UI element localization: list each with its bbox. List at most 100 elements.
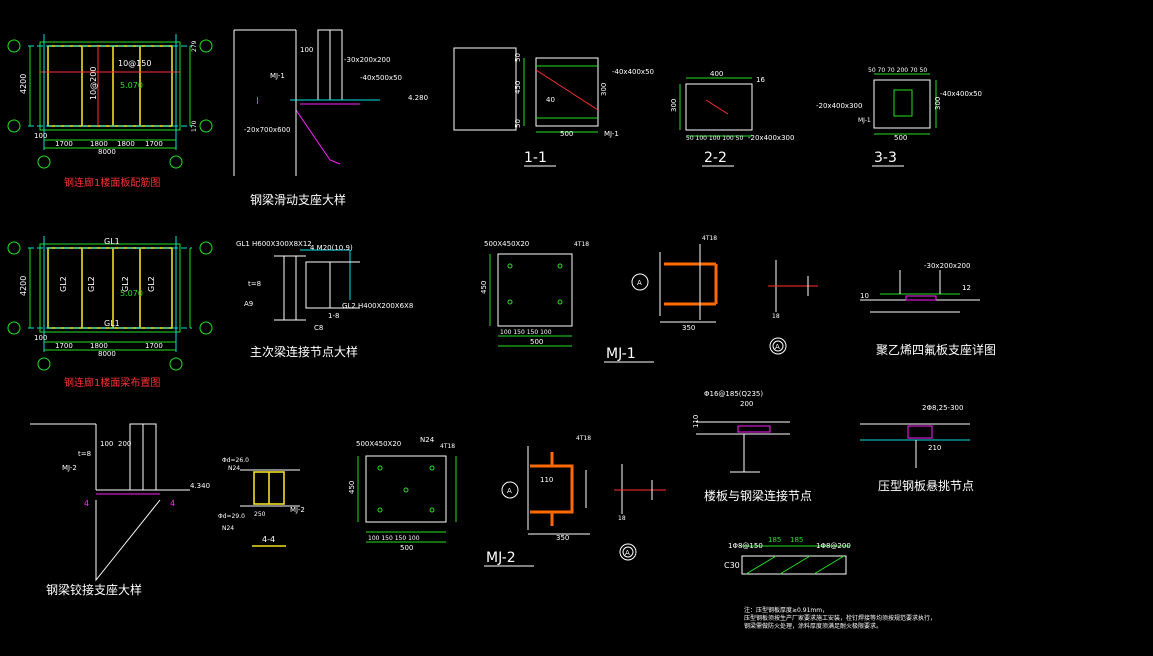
plan2-gl2-d: GL2 <box>147 276 156 292</box>
a1-weld: 4T18 <box>702 235 717 242</box>
plan1-bay4: 1700 <box>145 140 163 148</box>
deck-d210: 210 <box>928 444 941 452</box>
mj2-h: 450 <box>348 481 356 494</box>
mj1-plate: 500X450X20 4T18 450 100 150 150 100 500 <box>480 240 589 347</box>
mj1-title: MJ-1 <box>606 346 636 362</box>
main-beam-joint-detail: GL1 H600X300X8X12 GL2 H400X200X6X8 t=8 4… <box>236 240 413 359</box>
deck-d185a: 185 <box>768 536 781 544</box>
mj2-section-detail: A 110 350 4T18 MJ-2 18 A <box>484 435 666 567</box>
notes-block: 注：压型钢板厚度≥0.91mm， 压型钢板须按生产厂家要求施工安装，栓钉焊接等均… <box>744 606 936 630</box>
plan2-bay0: 1700 <box>55 342 73 350</box>
sec33-top: 50 70 70 200 70 50 <box>868 67 927 74</box>
sec22-plate: -20x400x300 <box>748 134 794 142</box>
slide-title: 钢梁滑动支座大样 <box>250 192 346 207</box>
plan2-gl2-a: GL2 <box>59 276 68 292</box>
plan2-edge: 100 <box>34 334 47 342</box>
mj1-plate-label: 500X450X20 <box>484 240 529 248</box>
mj1-section-detail: A 4T18 350 MJ-1 18 A <box>604 235 818 363</box>
hinge-tt: t=8 <box>78 450 91 458</box>
notes-line2: 压型钢板须按生产厂家要求施工安装，栓钉焊接等均须按规范要求执行， <box>744 614 936 622</box>
a1-hole-label: A <box>637 279 642 287</box>
sec11-plate: -40x400x50 <box>612 68 654 76</box>
main-tt: t=8 <box>248 280 261 288</box>
slab-title: 楼板与钢梁连接节点 <box>704 488 812 503</box>
sec11-w: 500 <box>560 130 573 138</box>
slide-plate: -30x200x200 <box>344 56 390 64</box>
plan2-bay1: 1800 <box>90 342 108 350</box>
slide-d100: 100 <box>300 46 313 54</box>
slab-d110: 110 <box>692 415 700 428</box>
sec33-h: 300 <box>934 97 942 110</box>
mj2-n24: N24 <box>420 436 435 444</box>
sec44-title: 4-4 <box>262 535 275 544</box>
a1-title: A <box>775 343 780 351</box>
deck-title: 压型钢板悬挑节点 <box>878 479 974 493</box>
plan1-edge: 100 <box>34 132 47 140</box>
mj2-d350: 350 <box>556 534 569 542</box>
sec11-d50b: 50 <box>514 119 522 128</box>
main-title: 主次梁连接节点大样 <box>250 344 358 359</box>
section-1-1: 450 50 50 300 500 40 -40x400x50 MJ-1 1-1 <box>453 47 654 167</box>
main-bolt: 4 M20(10.9) <box>310 244 353 252</box>
plan2-bay4: 1700 <box>145 342 163 350</box>
sec11-h: 450 <box>514 81 522 94</box>
ptfe-t12: 12 <box>962 284 971 292</box>
mj2-d110: 110 <box>540 476 553 484</box>
slide-mj: MJ-1 <box>270 72 285 80</box>
plan1-rebar: 10@150 <box>118 59 151 68</box>
deck-d185b: 185 <box>790 536 803 544</box>
sec44-n24: N24 <box>228 465 240 472</box>
sec22-d16: 16 <box>756 76 765 84</box>
slide-marker: I <box>256 96 259 107</box>
sec22-w: 400 <box>710 70 723 78</box>
plan2-elev: 5.070 <box>120 289 143 298</box>
sec44-n24b: N24 <box>222 525 234 532</box>
sec44-d2: Φd=29.0 <box>218 513 245 520</box>
section-3-3: 50 70 70 200 70 50 -40x400x50 -20x400x30… <box>816 67 982 167</box>
hinge-d200: 200 <box>118 440 131 448</box>
plan2-gl2-c: GL2 <box>121 276 130 292</box>
ptfe-title: 聚乙烯四氟板支座详图 <box>876 342 996 357</box>
slide-plate3: -20x700x600 <box>244 126 290 134</box>
main-gl2: GL2 H400X200X6X8 <box>342 302 413 310</box>
slab-d200: 200 <box>740 400 753 408</box>
sec44-d250: 250 <box>254 511 266 518</box>
notes-line3: 钢梁需做防火处理，涂料厚度须满足耐火极限要求。 <box>744 622 882 630</box>
sec11-mj: MJ-1 <box>604 130 619 138</box>
plan1-bay0: 1700 <box>55 140 73 148</box>
sec33-plate: -40x400x50 <box>940 90 982 98</box>
plan2-w: 8000 <box>98 350 116 358</box>
sec22-h: 300 <box>670 99 678 112</box>
slab-beam-joint: Φ16@185(Q235) 200 110 楼板与钢梁连接节点 <box>692 390 812 503</box>
plan1-h: 4200 <box>19 74 28 94</box>
sec22-row: 50 100 100 100 50 <box>686 135 743 142</box>
notes-line1: 注：压型钢板厚度≥0.91mm， <box>744 606 828 614</box>
plan-1-floor-slab: 10@150 5.070 10@200 4200 8000 100 1700 1… <box>7 34 213 189</box>
mj2-circle-label: A <box>625 549 630 557</box>
a1-d350: 350 <box>682 324 695 332</box>
deck-rebar: 2Φ8,25-300 <box>922 404 963 412</box>
mj2-weld-top: 4T18 <box>440 443 455 450</box>
plan2-title: 钢连廊1楼面梁布置图 <box>64 376 160 389</box>
sec11-d50a: 50 <box>514 53 522 62</box>
hinge-d100: 100 <box>100 440 113 448</box>
main-gl1: GL1 H600X300X8X12 <box>236 240 312 248</box>
sec11-title: 1-1 <box>524 150 547 166</box>
deck-cantilever-joint: 2Φ8,25-300 210 压型钢板悬挑节点 <box>860 404 974 493</box>
ptfe-t10: 10 <box>860 292 869 300</box>
hinge-mj: MJ-2 <box>62 464 77 472</box>
plan2-gl1-top: GL1 <box>104 237 120 246</box>
plan1-side2: 170 <box>191 120 198 132</box>
sec33-mj: MJ-1 <box>858 117 871 124</box>
mj2-weld: 4T18 <box>576 435 591 442</box>
main-c: C8 <box>314 324 323 332</box>
ptfe-plate: -30x200x200 <box>924 262 970 270</box>
plan-2-beam-layout: GL1 GL1 GL2 GL2 GL2 GL2 5.070 4200 8000 … <box>7 236 213 389</box>
mj1-h: 450 <box>480 281 488 294</box>
mj1-row: 100 150 150 100 <box>500 329 552 336</box>
deck-c30: C30 <box>724 561 740 570</box>
section-4-4: Φd=26.0 N24 Φd=29.0 N24 250 MJ-2 4-4 <box>218 457 305 547</box>
mj2-row: 100 150 150 100 <box>368 535 420 542</box>
